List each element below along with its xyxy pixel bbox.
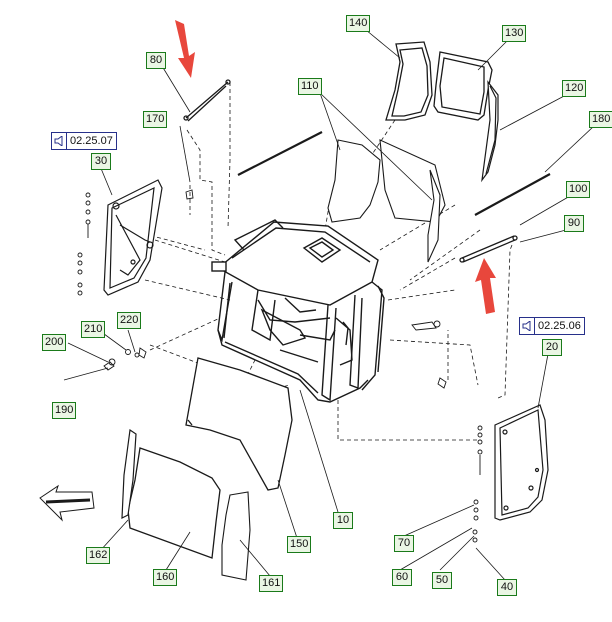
callout-200: 200 [42,334,67,351]
marker-arrow-bottom [475,258,496,314]
side-glass-120 [481,80,499,183]
callout-40: 40 [497,579,517,596]
callout-80: 80 [146,52,166,69]
callout-190: 190 [52,402,77,419]
gas-strut-80 [183,79,231,122]
left-door [103,179,163,296]
direction-arrow [39,484,95,522]
callout-110: 110 [298,78,322,95]
lower-windscreen-160 [127,447,221,559]
callout-161: 161 [259,575,284,592]
left-hinge-bolts [77,189,194,296]
page-ref-right[interactable]: 02.25.06 [519,317,585,335]
callout-20: 20 [542,339,562,356]
seal-strip-left [237,131,323,176]
callout-10: 10 [333,512,353,529]
page-ref-left-label: 02.25.07 [70,135,113,147]
callout-162: 162 [86,547,111,564]
callout-150: 150 [287,536,312,553]
callout-50: 50 [432,572,452,589]
speaker-icon [52,133,67,149]
callout-160: 160 [153,569,178,586]
side-glass-right [427,169,441,263]
top-glass-130 [433,51,493,121]
right-hinge-bolts [411,320,483,543]
page-ref-right-label: 02.25.06 [538,320,581,332]
callout-180: 180 [589,111,612,128]
page-ref-left[interactable]: 02.25.07 [51,132,117,150]
small-hardware [103,347,147,371]
front-windscreen-150 [185,357,293,491]
callout-30: 30 [91,153,111,170]
right-door [494,404,549,521]
gas-strut-100 [459,235,518,263]
speaker-icon [520,318,535,334]
callout-70: 70 [394,535,414,552]
callout-90: 90 [564,215,584,232]
callout-100: 100 [566,181,591,198]
callout-130: 130 [502,25,527,42]
rear-window-110 [327,139,381,223]
callout-120: 120 [562,80,587,97]
leader-lines [63,29,595,581]
callout-220: 220 [117,312,142,329]
top-glass-140 [385,41,433,121]
callout-170: 170 [143,111,168,128]
callout-140: 140 [346,15,371,32]
assembly-dashed-lines [129,82,513,441]
callout-60: 60 [392,569,412,586]
cab-frame [211,219,385,403]
seal-strip-180 [474,173,551,216]
trim-strip-162 [121,428,137,519]
marker-arrow-top [175,20,195,78]
glass-strip-161 [221,491,251,581]
callout-210: 210 [81,321,106,338]
